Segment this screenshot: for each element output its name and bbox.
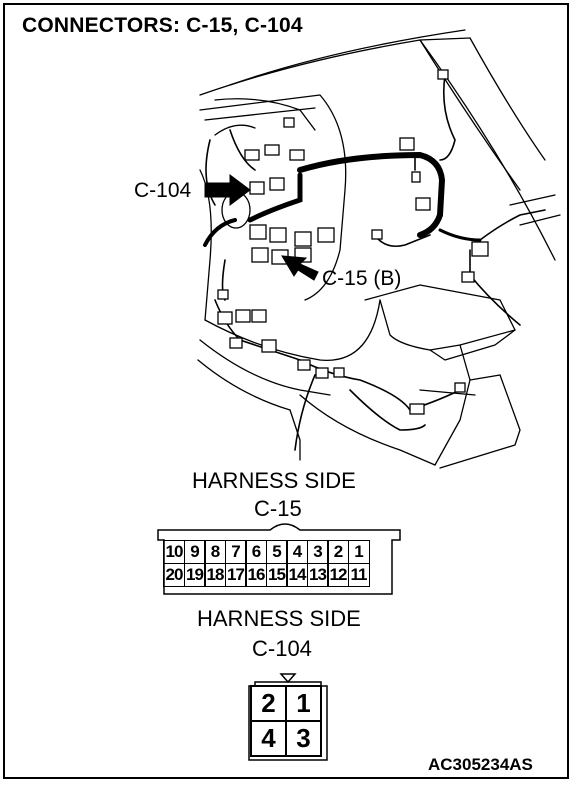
callout-c104: C-104 [134,179,192,202]
c15-pin: 4 [286,540,308,564]
c104-pin-row-1: 2 1 [250,685,322,722]
c15-pin: 18 [204,562,226,587]
c15-pin: 16 [245,562,267,587]
c15-pin: 8 [204,540,226,564]
c15-pin: 15 [265,562,288,587]
c15-pin: 5 [265,540,288,564]
figure-title: CONNECTORS: C-15, C-104 [22,14,303,37]
c15-harness-side-label: HARNESS SIDE [192,468,356,493]
c15-pin: 17 [224,562,247,587]
c15-pin: 2 [327,540,349,564]
figure-code: AC305234AS [428,755,533,774]
c15-pin: 1 [347,540,370,564]
c15-pin: 6 [245,540,267,564]
c104-connector-name: C-104 [252,636,312,661]
c15-pin: 3 [306,540,329,564]
c15-pin: 20 [163,562,185,587]
c104-pin: 3 [285,720,322,757]
c15-pin-row-1: 10 9 8 7 6 5 4 3 2 1 [163,540,370,564]
c15-pin: 12 [327,562,349,587]
c15-pin: 19 [183,562,206,587]
c15-pin: 14 [286,562,308,587]
c104-pin: 4 [250,720,287,757]
c15-pin: 9 [183,540,206,564]
callout-c15b: C-15 (B) [322,267,402,290]
figure-frame [3,3,569,779]
c104-pin-grid: 2 1 4 3 [250,685,322,757]
c15-pin: 10 [163,540,185,564]
c104-pin: 2 [250,685,287,722]
c15-connector-name: C-15 [254,496,302,521]
c15-pin-grid: 10 9 8 7 6 5 4 3 2 1 20 19 18 17 16 15 1… [163,540,370,587]
c15-pin-row-2: 20 19 18 17 16 15 14 13 12 11 [163,562,370,587]
c104-harness-side-label: HARNESS SIDE [197,606,361,631]
c15-pin: 11 [347,562,370,587]
c104-pin-row-2: 4 3 [250,720,322,757]
c15-pin: 7 [224,540,247,564]
c104-pin: 1 [285,685,322,722]
c15-pin: 13 [306,562,329,587]
c15-connector-outline [157,523,401,595]
